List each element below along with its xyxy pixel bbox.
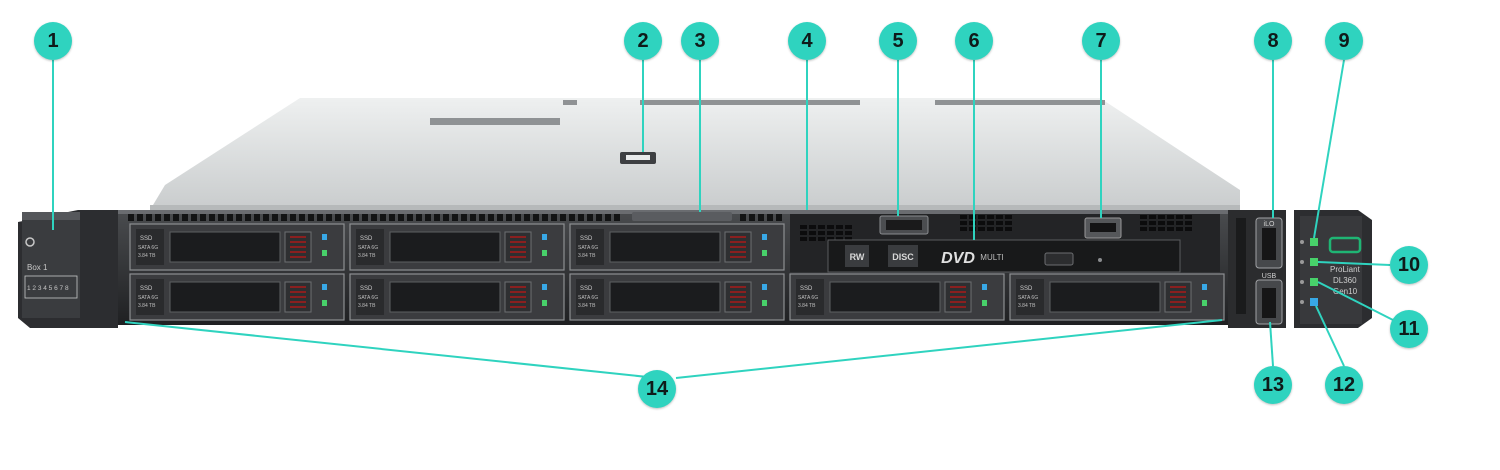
drive-bay: SSD SATA 6G 3.84 TB [349,273,565,321]
callout-1: 1 [34,22,72,60]
svg-text:SSD: SSD [800,286,813,292]
svg-text:3.84 TB: 3.84 TB [578,253,596,259]
health-led [1310,258,1318,266]
dvd-logo: DVD [941,250,975,267]
left-ear-bay-numbers: 1 2 3 4 5 6 7 8 [27,285,69,292]
ilo-label: iLO [1264,221,1275,228]
callout-8: 8 [1254,22,1292,60]
drive-bay: SSD SATA 6G 3.84 TB [789,273,1005,321]
optical-drive [827,239,1181,273]
power-button-led [1310,238,1318,246]
callout-2: 2 [624,22,662,60]
chassis-top [150,98,1240,210]
svg-text:SSD: SSD [360,286,373,292]
callout-10: 10 [1390,246,1428,284]
leader-line [1317,281,1394,321]
leader-line [124,321,658,379]
drive-bay: SSD SATA 6G 3.84 TB [569,223,785,271]
leader-line [675,319,1223,379]
svg-text:SATA 6G: SATA 6G [138,245,158,251]
left-ear: Box 1 1 2 3 4 5 6 7 8 [18,210,118,328]
eject-button [1044,252,1074,266]
drive-bay: SSD SATA 6G 3.84 TB [1009,273,1225,321]
svg-text:3.84 TB: 3.84 TB [578,303,596,309]
drive-bays: SSD SATA 6G 3.84 TB SSD SATA 6G 3.84 TB SSD SAT… [129,223,1225,321]
nic-status-led [1310,278,1318,286]
svg-text:SSD: SSD [1020,286,1033,292]
rw-logo: RW [850,252,865,262]
svg-text:3.84 TB: 3.84 TB [138,303,156,309]
callout-12: 12 [1325,366,1363,404]
leader-line [1315,305,1345,367]
svg-text:SSD: SSD [360,236,373,242]
leader-line [1313,59,1345,239]
top-label-marks [430,100,1105,125]
model-line-2: DL360 [1333,276,1357,285]
svg-text:SATA 6G: SATA 6G [1018,295,1038,301]
disc-logo: DISC [892,252,914,262]
right-ear: ProLiant DL360 Gen10 [1294,210,1372,328]
svg-text:SSD: SSD [140,286,153,292]
drive-bay: SSD SATA 6G 3.84 TB [349,223,565,271]
svg-text:SATA 6G: SATA 6G [578,295,598,301]
vent-strip [128,212,782,221]
callout-11: 11 [1390,310,1428,348]
callout-9: 9 [1325,22,1363,60]
callout-4: 4 [788,22,826,60]
leader-line [1317,261,1391,266]
svg-text:SSD: SSD [140,236,153,242]
hpe-logo [1328,236,1362,254]
callout-5: 5 [879,22,917,60]
callout-7: 7 [1082,22,1120,60]
front-port-column: iLO USB [1228,210,1286,328]
svg-text:3.84 TB: 3.84 TB [358,253,376,259]
svg-text:3.84 TB: 3.84 TB [138,253,156,259]
svg-text:SATA 6G: SATA 6G [358,245,378,251]
svg-text:SATA 6G: SATA 6G [358,295,378,301]
usb-label: USB [1262,273,1277,280]
leader-lines [52,59,1394,379]
drive-bay: SSD SATA 6G 3.84 TB [569,273,785,321]
svg-text:3.84 TB: 3.84 TB [1018,303,1036,309]
callout-13: 13 [1254,366,1292,404]
uid-button-led [1310,298,1318,306]
leader-line [1269,321,1274,367]
svg-text:3.84 TB: 3.84 TB [358,303,376,309]
dvd-sub-logo: MULTI [980,253,1003,262]
drive-bay: SSD SATA 6G 3.84 TB [129,273,345,321]
svg-text:SSD: SSD [580,236,593,242]
model-line-1: ProLiant [1330,265,1361,274]
svg-text:SSD: SSD [580,286,593,292]
model-line-3: Gen10 [1333,287,1358,296]
left-ear-box-label: Box 1 [27,263,48,272]
callout-6: 6 [955,22,993,60]
callout-14: 14 [638,370,676,408]
callout-3: 3 [681,22,719,60]
svg-text:SATA 6G: SATA 6G [578,245,598,251]
drive-bay: SSD SATA 6G 3.84 TB [129,223,345,271]
svg-text:SATA 6G: SATA 6G [798,295,818,301]
svg-text:SATA 6G: SATA 6G [138,295,158,301]
svg-text:3.84 TB: 3.84 TB [798,303,816,309]
optical-area-vents [800,215,1192,241]
